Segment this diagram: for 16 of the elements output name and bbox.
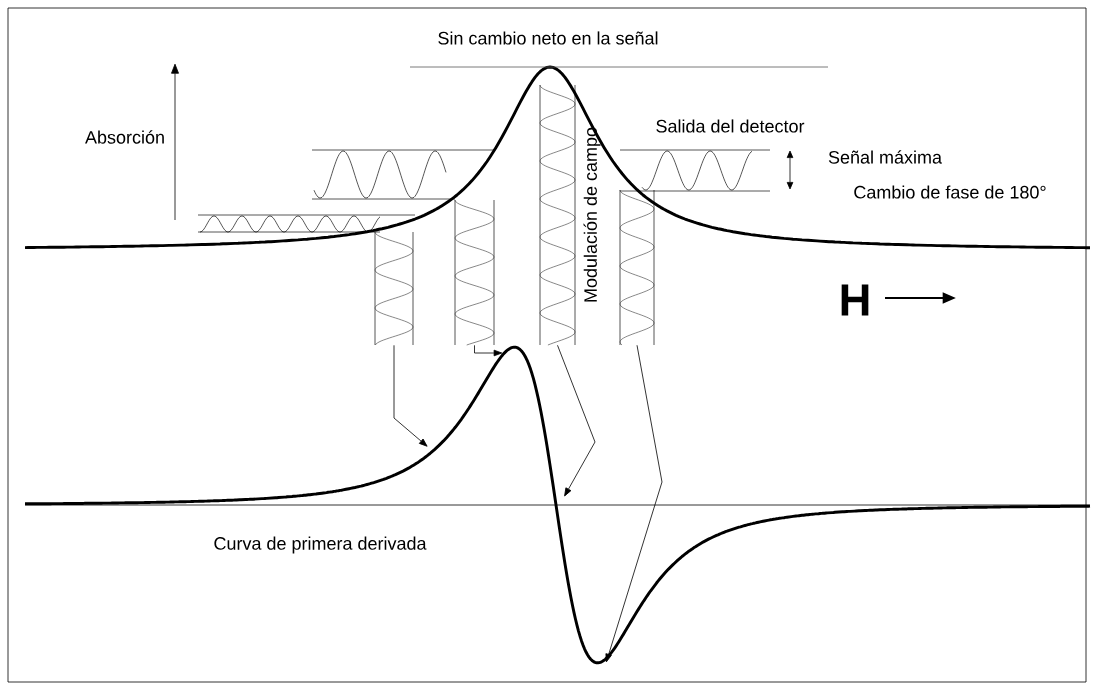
- annotation: Modulación de campo: [583, 127, 601, 302]
- curve-label: Curva de primera derivada: [214, 536, 427, 554]
- axis-label: H: [841, 284, 869, 316]
- axis-label: Absorción: [85, 130, 164, 144]
- modulation-waveform: [619, 189, 655, 346]
- arrow: [474, 344, 503, 357]
- modulation-waveform: [454, 199, 495, 346]
- annotation: Cambio de fase de 180°: [854, 185, 1046, 199]
- annotation: Señal máxima: [828, 150, 942, 164]
- modulation-waveform: [374, 231, 414, 346]
- modulation-waveform: [539, 84, 576, 346]
- arrow: [393, 344, 428, 447]
- arrow: [605, 344, 663, 663]
- title: Sin cambio neto en la señal: [438, 31, 658, 45]
- annotation: Salida del detector: [656, 119, 805, 133]
- arrow: [557, 344, 596, 497]
